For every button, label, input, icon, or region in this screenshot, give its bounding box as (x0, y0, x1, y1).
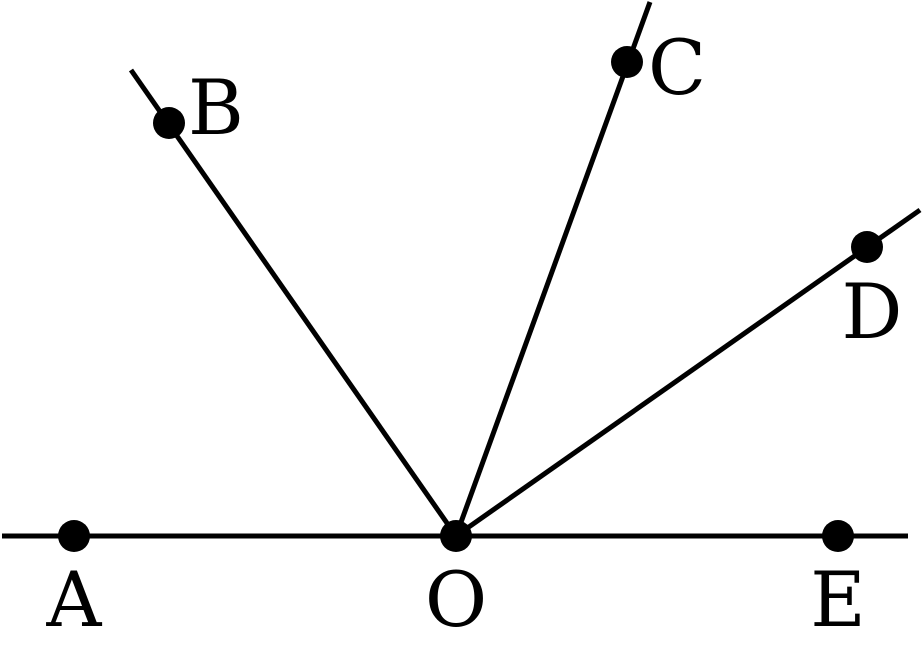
point-E (822, 520, 854, 552)
label-D: D (842, 267, 903, 356)
point-O (440, 520, 472, 552)
point-B (153, 107, 185, 139)
ray-OD (454, 207, 922, 539)
label-A: A (46, 555, 103, 644)
ray-OB (128, 68, 459, 538)
point-A (58, 520, 90, 552)
label-C: C (648, 23, 706, 112)
point-C (611, 46, 643, 78)
point-D (851, 231, 883, 263)
label-O: O (425, 555, 487, 644)
ray-OC (453, 1, 653, 537)
label-E: E (810, 555, 865, 644)
label-B: B (188, 63, 244, 152)
